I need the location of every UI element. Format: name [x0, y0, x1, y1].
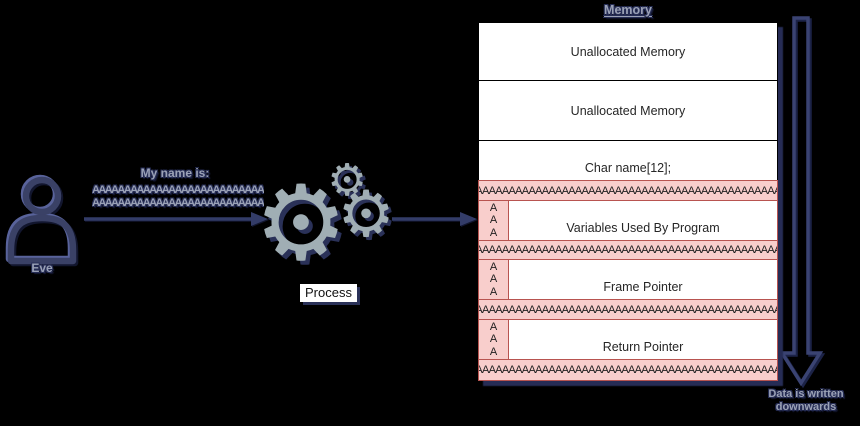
message-payload-line: AAAAAAAAAAAAAAAAAAAAAAAAAAAAAA [92, 184, 264, 196]
overflow-char: A [489, 201, 498, 214]
memory-cell-label: Variables Used By Program [509, 201, 777, 240]
memory-cell-label: Return Pointer [509, 320, 777, 359]
memory-title: Memory [604, 3, 652, 17]
memory-cell-label: Char name[12]; [584, 161, 672, 175]
overflow-column: A A A [479, 320, 509, 359]
memory-row-unallocated-2: Unallocated Memory [478, 80, 778, 141]
eve-to-process-arrow [84, 212, 268, 226]
gear-icon: ⚙ [254, 162, 348, 284]
message-payload-line: AAAAAAAAAAAAAAAAAAAAAAAAAAAAAA [92, 197, 264, 209]
memory-row-char-buffer: Char name[12]; [478, 140, 778, 181]
process-to-memory-arrow [392, 212, 477, 226]
overflow-char: A [489, 333, 498, 346]
overflow-text: AAAAAAAAAAAAAAAAAAAAAAAAAAAAAAAAAAAAAAAA… [478, 184, 778, 197]
overflow-column: A A A [479, 201, 509, 240]
memory-table: Unallocated Memory Unallocated Memory Ch… [478, 22, 778, 381]
overflow-char: A [489, 260, 498, 273]
gear-icon: ⚙ [327, 155, 367, 206]
memory-cell-label: Unallocated Memory [570, 103, 686, 118]
flow-note-line: Data is written [768, 388, 844, 400]
overflow-char: A [489, 285, 498, 298]
overflow-column: A A A [479, 260, 509, 299]
memory-row-overflow: AAAAAAAAAAAAAAAAAAAAAAAAAAAAAAAAAAAAAAAA… [478, 240, 778, 260]
overflow-char: A [489, 320, 498, 333]
message-caption: My name is: [140, 166, 210, 180]
memory-cell-label: Frame Pointer [509, 260, 777, 299]
gear-icon: ⚙ [337, 178, 395, 252]
overflow-char: A [489, 226, 498, 239]
memory-row-return-pointer: A A A Return Pointer [478, 319, 778, 360]
memory-row-overflow: AAAAAAAAAAAAAAAAAAAAAAAAAAAAAAAAAAAAAAAA… [478, 180, 778, 201]
overflow-char: A [489, 273, 498, 286]
flow-note: Data is written downwards [753, 388, 859, 414]
memory-row-unallocated-1: Unallocated Memory [478, 22, 778, 81]
down-arrow-icon [778, 16, 824, 387]
overflow-text: AAAAAAAAAAAAAAAAAAAAAAAAAAAAAAAAAAAAAAAA… [478, 244, 778, 256]
memory-row-variables: A A A Variables Used By Program [478, 200, 778, 241]
overflow-char: A [489, 345, 498, 358]
overflow-text: AAAAAAAAAAAAAAAAAAAAAAAAAAAAAAAAAAAAAAAA… [478, 364, 778, 376]
memory-cell-label: Unallocated Memory [570, 44, 686, 59]
person-icon [7, 176, 77, 265]
overflow-char: A [489, 214, 498, 227]
memory-row-overflow: AAAAAAAAAAAAAAAAAAAAAAAAAAAAAAAAAAAAAAAA… [478, 299, 778, 320]
memory-row-frame-pointer: A A A Frame Pointer [478, 259, 778, 300]
overflow-text: AAAAAAAAAAAAAAAAAAAAAAAAAAAAAAAAAAAAAAAA… [478, 303, 778, 316]
process-label: Process [300, 284, 357, 302]
memory-row-overflow: AAAAAAAAAAAAAAAAAAAAAAAAAAAAAAAAAAAAAAAA… [478, 359, 778, 381]
flow-note-line: downwards [775, 401, 837, 413]
actor-label: Eve [31, 261, 53, 275]
